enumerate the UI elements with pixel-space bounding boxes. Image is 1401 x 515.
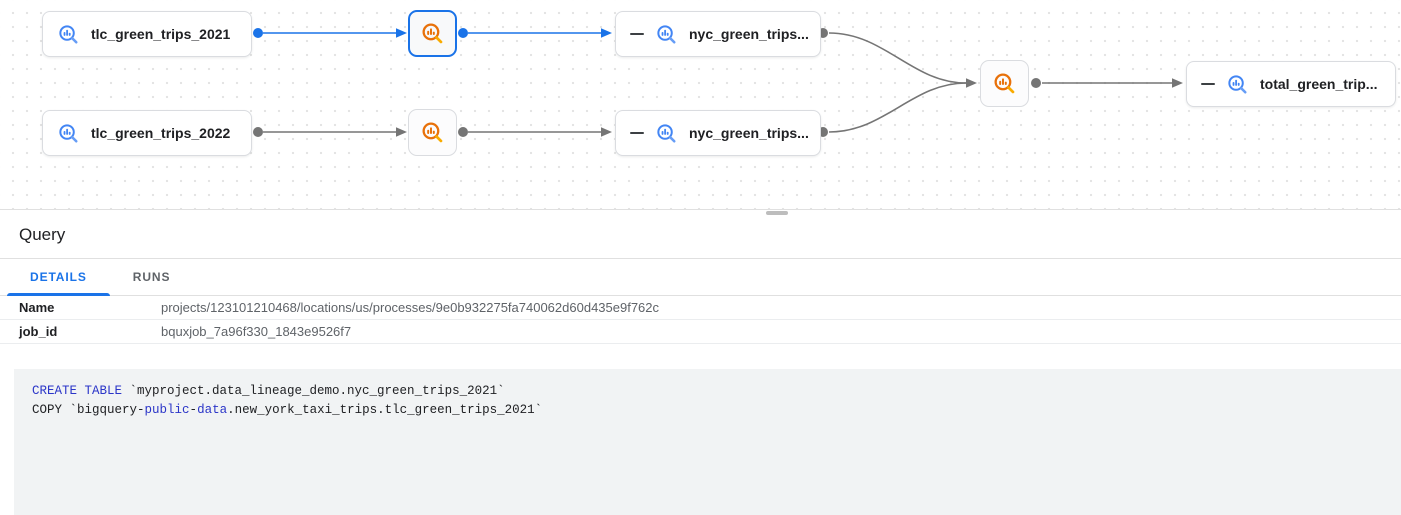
sql-code-block: CREATE TABLE `myproject.data_lineage_dem… xyxy=(14,369,1401,515)
table-node-label: total_green_trip... xyxy=(1260,76,1378,92)
tab-runs[interactable]: RUNS xyxy=(132,270,171,284)
detail-row-value: bquxjob_7a96f330_1843e9526f7 xyxy=(161,324,352,339)
bigquery-table-icon xyxy=(59,123,78,143)
process-node-query-1[interactable] xyxy=(408,10,457,57)
table-node-tlc-green-trips-2021[interactable]: tlc_green_trips_2021 xyxy=(42,11,252,57)
lineage-graph-canvas[interactable]: tlc_green_trips_2021 nyc_green_trips... xyxy=(0,0,1401,210)
panel-resize-handle[interactable] xyxy=(766,211,788,215)
process-node-query-3[interactable] xyxy=(980,60,1029,107)
table-node-label: nyc_green_trips... xyxy=(689,125,809,141)
table-row: Name projects/123101210468/locations/us/… xyxy=(0,296,1401,320)
sql-line-2: COPY `bigquery-public-data.new_york_taxi… xyxy=(32,403,543,417)
tab-details[interactable]: DETAILS xyxy=(7,259,110,296)
table-node-label: tlc_green_trips_2022 xyxy=(91,125,231,141)
tab-bar: DETAILS RUNS xyxy=(0,258,1401,296)
collapse-icon[interactable] xyxy=(630,33,644,35)
process-node-query-2[interactable] xyxy=(408,109,457,156)
table-node-tlc-green-trips-2022[interactable]: tlc_green_trips_2022 xyxy=(42,110,252,156)
query-process-icon xyxy=(422,23,443,44)
bigquery-table-icon xyxy=(1228,74,1247,94)
bigquery-table-icon xyxy=(59,24,78,44)
detail-row-value: projects/123101210468/locations/us/proce… xyxy=(161,300,660,315)
detail-row-label: job_id xyxy=(19,324,58,339)
query-process-icon xyxy=(994,73,1015,94)
collapse-icon[interactable] xyxy=(630,132,644,134)
table-row: job_id bquxjob_7a96f330_1843e9526f7 xyxy=(0,320,1401,344)
page-title: Query xyxy=(19,225,66,244)
table-node-label: nyc_green_trips... xyxy=(689,26,809,42)
table-node-nyc-green-trips-2022[interactable]: nyc_green_trips... xyxy=(615,110,821,156)
table-node-label: tlc_green_trips_2021 xyxy=(91,26,231,42)
sql-line-1: CREATE TABLE `myproject.data_lineage_dem… xyxy=(32,384,505,398)
bigquery-table-icon xyxy=(657,123,676,143)
query-process-icon xyxy=(422,122,443,143)
table-node-nyc-green-trips-2021[interactable]: nyc_green_trips... xyxy=(615,11,821,57)
collapse-icon[interactable] xyxy=(1201,83,1215,85)
detail-row-label: Name xyxy=(19,300,55,315)
bigquery-table-icon xyxy=(657,24,676,44)
table-node-total-green-trips[interactable]: total_green_trip... xyxy=(1186,61,1396,107)
details-panel: Query DETAILS RUNS Name projects/1231012… xyxy=(0,210,1401,515)
